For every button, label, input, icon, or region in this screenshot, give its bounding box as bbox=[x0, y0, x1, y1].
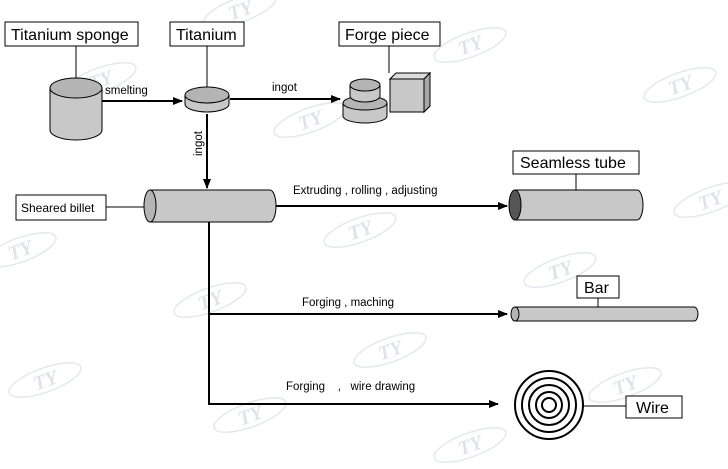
titanium-ingot-shape bbox=[184, 86, 230, 113]
label-sheared-billet: Sheared billet bbox=[15, 194, 107, 221]
step-smelting: smelting bbox=[105, 85, 148, 97]
svg-text:Bar: Bar bbox=[584, 280, 610, 297]
sheared-billet-shape bbox=[143, 189, 277, 223]
titanium-sponge-shape bbox=[49, 77, 103, 141]
svg-text:Titanium: Titanium bbox=[176, 27, 237, 44]
svg-text:Seamless tube: Seamless tube bbox=[520, 155, 626, 172]
wire-coil-shape bbox=[514, 370, 584, 440]
step-ingot-down: ingot bbox=[193, 130, 205, 156]
bar-shape bbox=[510, 306, 699, 322]
svg-text:Sheared billet: Sheared billet bbox=[21, 201, 95, 215]
label-bar: Bar bbox=[576, 275, 620, 299]
label-seamless-tube: Seamless tube bbox=[512, 150, 640, 175]
step-ingot-to-forge: ingot bbox=[272, 82, 298, 94]
label-forge-piece: Forge piece bbox=[338, 21, 441, 47]
step-forging-maching: Forging , maching bbox=[302, 297, 394, 309]
seamless-tube-shape bbox=[508, 189, 644, 221]
label-titanium: Titanium bbox=[169, 21, 245, 47]
label-connectors bbox=[75, 46, 626, 407]
svg-text:Titanium sponge: Titanium sponge bbox=[11, 27, 129, 44]
label-wire: Wire bbox=[625, 395, 683, 419]
forge-piece-shape bbox=[342, 71, 432, 124]
process-arrows bbox=[102, 95, 508, 408]
svg-text:Forge piece: Forge piece bbox=[345, 27, 430, 44]
step-extruding: Extruding , rolling , adjusting bbox=[293, 185, 437, 197]
step-forging-wire-drawing: Forging , wire drawing bbox=[286, 381, 415, 393]
label-titanium-sponge: Titanium sponge bbox=[4, 21, 139, 47]
svg-text:Wire: Wire bbox=[636, 400, 669, 417]
